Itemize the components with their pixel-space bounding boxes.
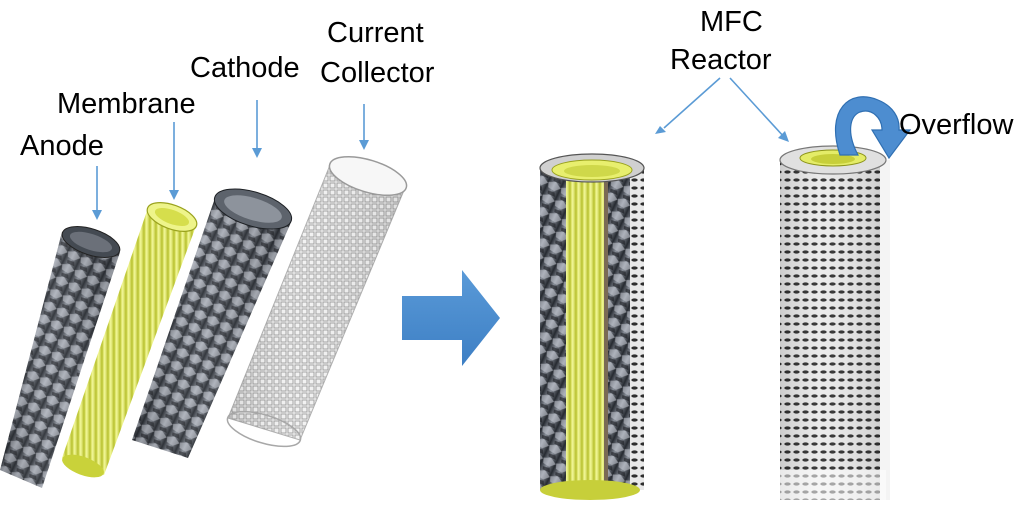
membrane-tube [62, 202, 198, 478]
cathode-tube [132, 188, 293, 458]
membrane-label: Membrane [57, 88, 196, 120]
pointer-arrows [92, 77, 789, 220]
anode-label: Anode [20, 130, 104, 162]
current-collector-label-line1: Current [327, 17, 424, 49]
mfc-reactor-label-line2: Reactor [670, 44, 772, 76]
mfc-reactor-full [779, 145, 890, 510]
overflow-arrow [834, 96, 912, 160]
current-collector-tube [226, 155, 408, 448]
current-collector-label-line2: Collector [320, 57, 435, 89]
anode-tube [0, 226, 121, 488]
overflow-label: Overflow [899, 109, 1014, 141]
cathode-label: Cathode [190, 52, 300, 84]
assembly-arrow [402, 270, 500, 366]
mfc-reactor-label-line1: MFC [700, 6, 763, 38]
mfc-reactor-cutaway [539, 153, 645, 500]
